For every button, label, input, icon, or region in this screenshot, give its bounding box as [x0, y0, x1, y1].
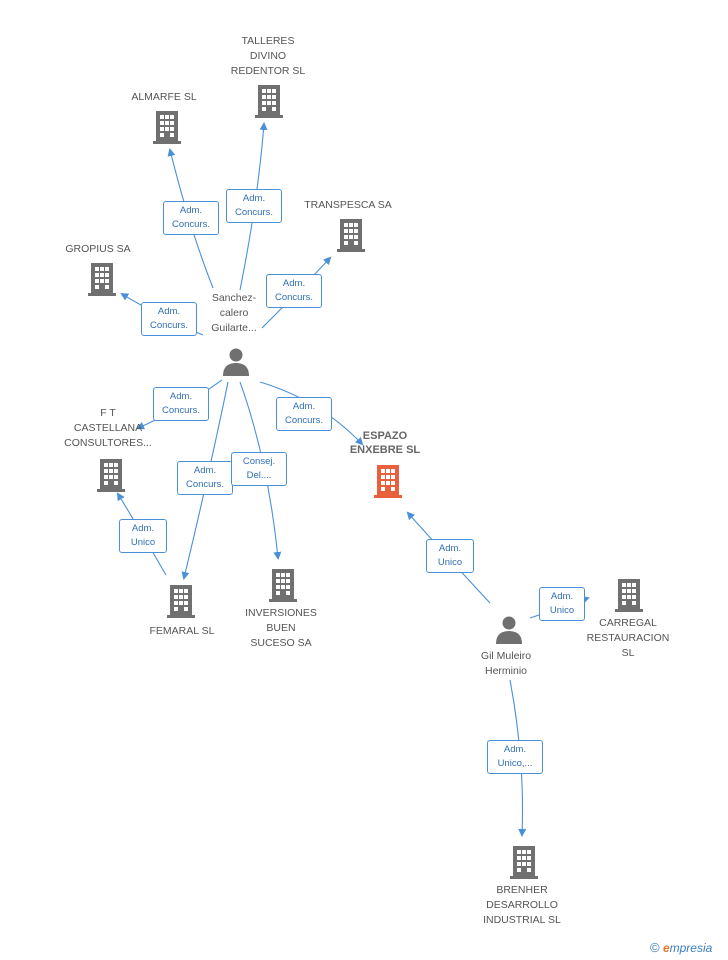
edge-label-carregal[interactable]: Adm.Unico	[539, 587, 585, 621]
empresia-logo: © empresia	[650, 940, 713, 955]
edge-label-talleres[interactable]: Adm.Concurs.	[226, 189, 282, 223]
person-icon[interactable]	[221, 346, 251, 376]
building-icon[interactable]	[336, 218, 366, 252]
edge-label-inversiones[interactable]: Consej.Del....	[231, 452, 287, 486]
building-icon[interactable]	[87, 262, 117, 296]
edge-label-brenher[interactable]: Adm.Unico,...	[487, 740, 543, 774]
edge-label-femaral-sanchez[interactable]: Adm.Concurs.	[177, 461, 233, 495]
edge-label-gropius[interactable]: Adm.Concurs.	[141, 302, 197, 336]
building-icon[interactable]	[96, 458, 126, 492]
building-icon[interactable]	[254, 84, 284, 118]
building-icon[interactable]	[166, 584, 196, 618]
company-label-transpesca[interactable]: TRANSPESCA SA	[304, 199, 392, 211]
building-icon-focus[interactable]	[373, 464, 403, 498]
company-label-almarfe[interactable]: ALMARFE SL	[131, 91, 197, 103]
company-label-femaral[interactable]: FEMARAL SL	[149, 625, 215, 637]
building-icon[interactable]	[614, 578, 644, 612]
building-icon[interactable]	[268, 568, 298, 602]
company-label-gropius[interactable]: GROPIUS SA	[65, 243, 131, 255]
building-icon[interactable]	[152, 110, 182, 144]
building-icon[interactable]	[509, 845, 539, 879]
edge-label-espazo-sanchez[interactable]: Adm.Concurs.	[276, 397, 332, 431]
person-icon[interactable]	[494, 614, 524, 644]
edge-label-transpesca[interactable]: Adm.Concurs.	[266, 274, 322, 308]
edge-label-almarfe[interactable]: Adm.Concurs.	[163, 201, 219, 235]
edge-label-espazo-gil[interactable]: Adm.Unico	[426, 539, 474, 573]
edge-label-ftcastellana[interactable]: Adm.Concurs.	[153, 387, 209, 421]
edge-label-femaral-ft[interactable]: Adm.Unico	[119, 519, 167, 553]
